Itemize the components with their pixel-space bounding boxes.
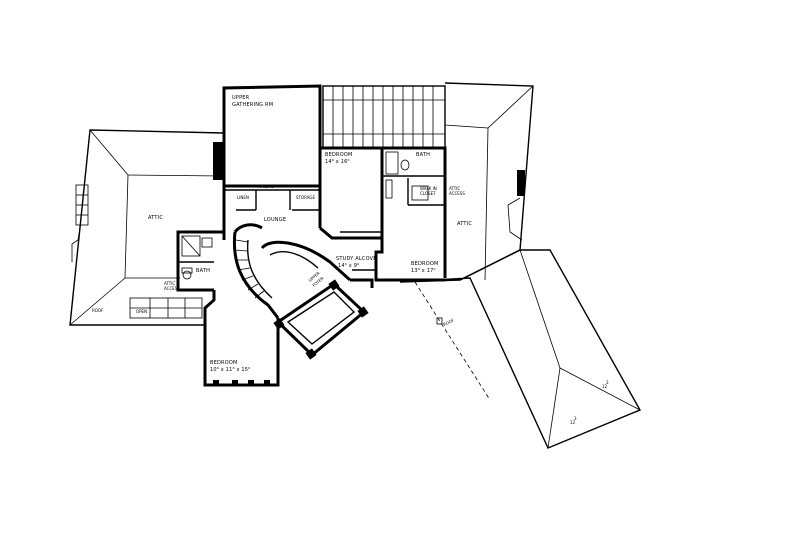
attic-access-left-label-2: ACCESS (164, 286, 180, 291)
attic-access-right-label-2: ACCESS (449, 191, 465, 196)
study-alcove-label: STUDY ALCOVE (336, 256, 377, 262)
attic-left-label: ATTIC (148, 215, 163, 221)
roof-left-label: ROOF (92, 308, 104, 313)
study-alcove-dims: 14⁰ x 9⁰ (338, 263, 359, 269)
railing-label: RAILING (258, 184, 274, 189)
linen-label: LINEN (237, 195, 249, 200)
attic-access-right-label-1: ATTIC (449, 186, 460, 191)
lounge-label: LOUNGE (264, 217, 286, 223)
right-roof-wing (399, 249, 641, 449)
bath-top-label: BATH (416, 152, 430, 158)
upper-gathering-label-2: GATHERING RM (232, 102, 273, 108)
pitch-mark-1: 3 (574, 416, 577, 421)
upper-gathering-label-1: UPPER (232, 95, 250, 101)
lounge-stair (224, 189, 352, 319)
bottom-bedroom (203, 290, 280, 387)
bedroom-top-label: BEDROOM (325, 152, 353, 158)
storage-label: STORAGE (296, 195, 316, 200)
bedroom-top-dims: 14⁸ x 16⁰ (325, 159, 350, 165)
walk-in-closet-label-2: CLOSET (420, 191, 436, 196)
room-labels: UPPER GATHERING RM BEDROOM 14⁸ x 16⁰ BAT… (92, 95, 609, 425)
attic-right-label: ATTIC (457, 221, 472, 227)
pitch-mark-2: 12 (570, 420, 576, 425)
top-bedroom-block (318, 146, 447, 278)
bedroom-bottom-dims: 10⁶ x 11⁶ x 15⁰ (210, 367, 250, 373)
bedroom-right-dims: 13⁸ x 17⁰ (411, 268, 436, 274)
upper-gathering-room (213, 84, 322, 240)
bedroom-bottom-label: BEDROOM (210, 360, 238, 366)
attic-access-left-label-1: ATTIC (164, 281, 175, 286)
open-label: OPEN (136, 309, 147, 314)
roof-right-label: ROOF (442, 317, 455, 327)
bedroom-right-label: BEDROOM (411, 261, 439, 267)
left-attic-roof (69, 129, 225, 326)
study-alcove-right-bedroom (350, 238, 445, 288)
walk-in-closet-label-1: WALK IN (420, 186, 437, 191)
left-bath (176, 230, 224, 292)
pitch-mark-4: 12 (602, 384, 608, 389)
upper-foyer (273, 279, 369, 360)
pergola (322, 85, 446, 149)
bath-left-label: BATH (196, 268, 210, 274)
pitch-mark-3: 3 (606, 380, 609, 385)
